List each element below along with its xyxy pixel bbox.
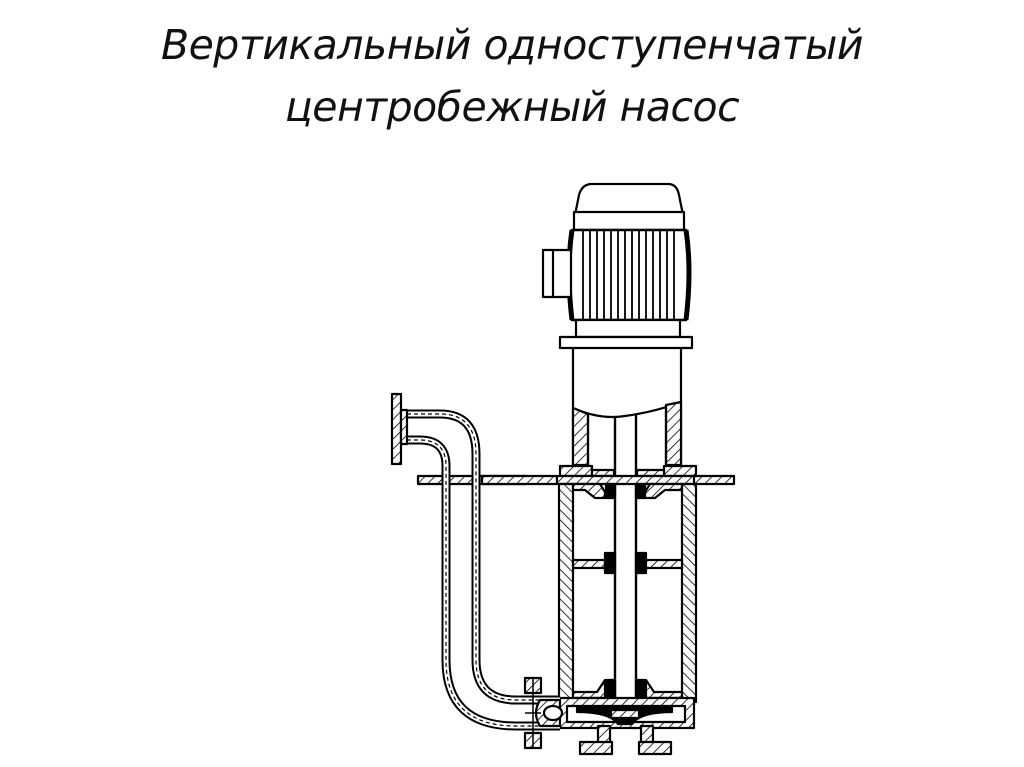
suction-flange <box>578 724 673 756</box>
motor-terminal-box <box>541 248 573 299</box>
slide-title: Вертикальный одноступенчатый центробежны… <box>0 14 1024 138</box>
column-pipe <box>571 348 683 472</box>
motor-mounting-flange <box>558 335 694 350</box>
pipe-flange-joint <box>523 676 543 750</box>
support-plate <box>416 464 736 486</box>
discharge-flange <box>390 392 409 466</box>
discharge-pipe <box>400 409 564 731</box>
electric-motor <box>566 182 692 339</box>
title-line-1: Вертикальный одноступенчатый <box>160 21 864 69</box>
title-line-2: центробежный насос <box>284 83 740 131</box>
bearing-supports <box>571 482 684 700</box>
impeller <box>575 706 674 726</box>
shaft <box>613 414 638 712</box>
pump-casing <box>557 482 698 704</box>
